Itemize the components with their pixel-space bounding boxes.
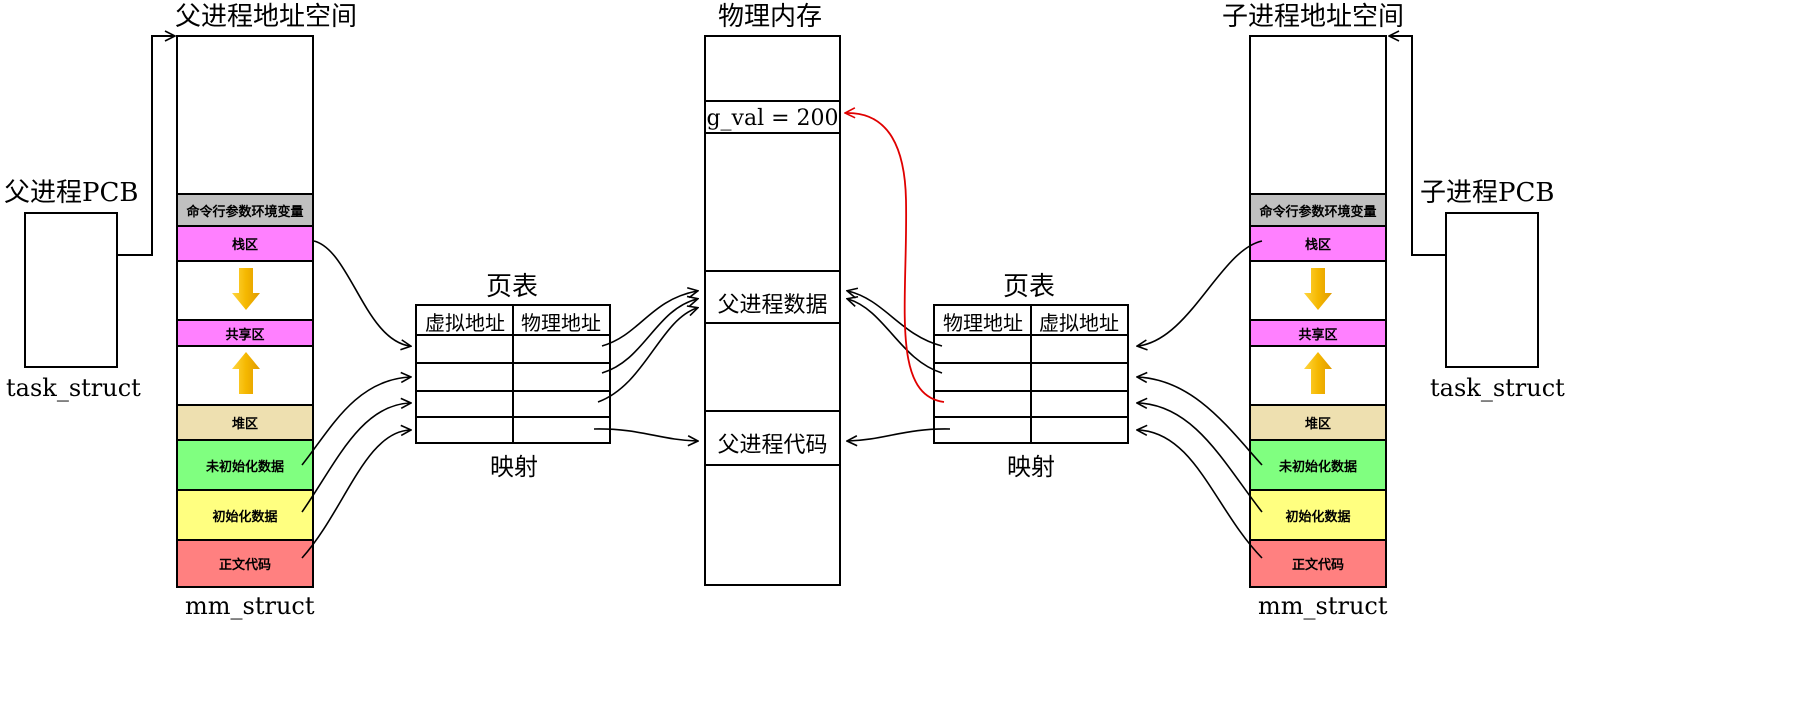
parent-segment-text: 正文代码 — [178, 539, 312, 586]
parent-address-space: 命令行参数环境变量 栈区 共享区 堆区 未初始化数据 初始化数据 正文代码 — [176, 35, 314, 588]
physical-memory: g_val = 200 父进程数据 父进程代码 — [704, 35, 841, 586]
child-address-space: 命令行参数环境变量 栈区 共享区 堆区 未初始化数据 初始化数据 正文代码 — [1249, 35, 1387, 588]
child-segment-stack: 栈区 — [1251, 225, 1385, 260]
left-page-table-title: 页表 — [486, 272, 539, 302]
parent-space-title: 父进程地址空间 — [175, 2, 358, 32]
child-pcb-connector — [1390, 36, 1445, 256]
right-page-table-caption: 映射 — [1007, 453, 1055, 481]
mem-g-val: g_val = 200 — [706, 106, 839, 131]
child-segment-shared: 共享区 — [1251, 319, 1385, 345]
child-segment-args-env: 命令行参数环境变量 — [1251, 193, 1385, 225]
parent-pcb-connector — [118, 36, 174, 256]
child-mm-struct-label: mm_struct — [1258, 592, 1388, 620]
right-pt-col-virtual: 虚拟地址 — [1039, 310, 1119, 335]
map-stack-arrow — [313, 240, 410, 346]
right-page-table: 物理地址 虚拟地址 — [933, 304, 1129, 444]
mem-divider — [706, 322, 839, 324]
child-segment-bss: 未初始化数据 — [1251, 439, 1385, 489]
parent-task-struct-label: task_struct — [6, 374, 141, 402]
child-map-stack-arrow — [1138, 240, 1263, 346]
parent-segment-bss: 未初始化数据 — [178, 439, 312, 489]
left-pt-col-virtual: 虚拟地址 — [425, 310, 505, 335]
pt-left-to-data-2 — [601, 299, 697, 374]
mem-divider — [706, 270, 839, 272]
parent-mm-struct-label: mm_struct — [185, 592, 315, 620]
mem-divider — [706, 132, 839, 134]
child-map-bss-arrow — [1138, 377, 1263, 466]
pt-right-to-data-1 — [848, 291, 943, 347]
parent-segment-data: 初始化数据 — [178, 489, 312, 539]
parent-task-struct-box — [24, 212, 118, 368]
heap-grow-up-icon — [232, 352, 260, 394]
parent-segment-heap: 堆区 — [178, 404, 312, 439]
left-page-table-caption: 映射 — [490, 453, 538, 481]
mem-parent-data: 父进程数据 — [717, 293, 828, 318]
child-segment-text: 正文代码 — [1251, 539, 1385, 586]
parent-segment-args-env: 命令行参数环境变量 — [178, 193, 312, 225]
parent-pcb-label: 父进程PCB — [4, 178, 139, 208]
physical-memory-title: 物理内存 — [718, 2, 823, 32]
mem-divider — [706, 464, 839, 466]
child-task-struct-box — [1445, 212, 1539, 368]
stack-grow-down-icon — [232, 268, 260, 310]
right-pt-col-physical: 物理地址 — [943, 310, 1023, 335]
mem-parent-code: 父进程代码 — [717, 433, 828, 458]
pt-left-to-data-1 — [601, 291, 697, 347]
left-page-table: 虚拟地址 物理地址 — [415, 304, 611, 444]
mem-divider — [706, 100, 839, 102]
child-segment-data: 初始化数据 — [1251, 489, 1385, 539]
map-text-arrow — [301, 430, 410, 559]
pt-right-to-data-2 — [848, 299, 943, 374]
pt-left-to-data-3 — [597, 308, 697, 403]
child-pcb-label: 子进程PCB — [1420, 178, 1555, 208]
child-stack-grow-down-icon — [1304, 268, 1332, 310]
parent-segment-stack: 栈区 — [178, 225, 312, 260]
right-page-table-title: 页表 — [1003, 272, 1056, 302]
left-pt-col-physical: 物理地址 — [521, 310, 601, 335]
map-bss-arrow — [301, 377, 410, 466]
child-space-title: 子进程地址空间 — [1222, 2, 1405, 32]
child-heap-grow-up-icon — [1304, 352, 1332, 394]
parent-segment-shared: 共享区 — [178, 319, 312, 345]
right-pt-divider — [1030, 306, 1032, 442]
child-map-data-arrow — [1138, 403, 1263, 513]
pt-left-to-code — [593, 428, 697, 441]
left-pt-divider — [512, 306, 514, 442]
child-segment-heap: 堆区 — [1251, 404, 1385, 439]
pt-right-to-code — [848, 428, 951, 441]
map-data-arrow — [301, 403, 410, 513]
mem-divider — [706, 410, 839, 412]
child-task-struct-label: task_struct — [1430, 374, 1565, 402]
child-map-text-arrow — [1138, 430, 1263, 559]
cow-red-arrow — [846, 113, 945, 403]
